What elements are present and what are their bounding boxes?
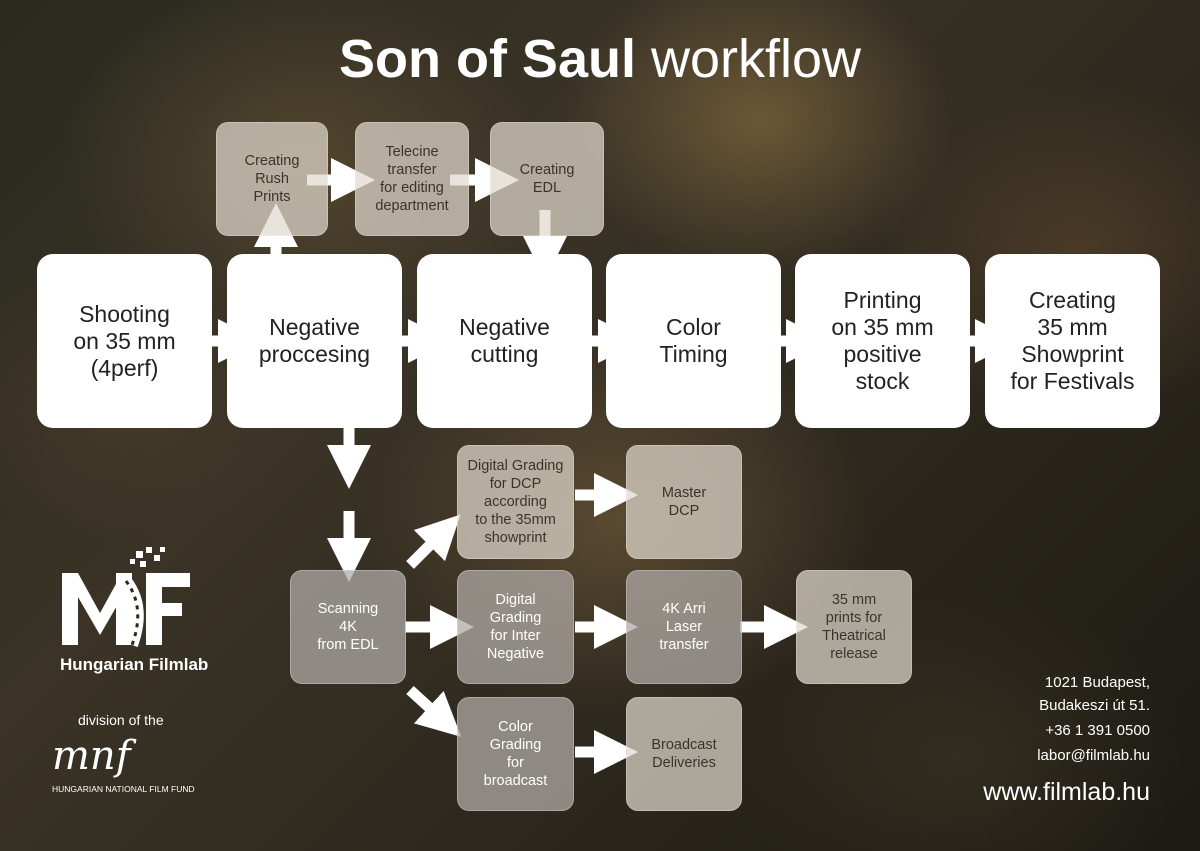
division-text: division of the [78, 712, 164, 728]
step-telecine: Telecine transfer for editing department [355, 122, 469, 236]
arrow-scan-dcp [406, 514, 461, 569]
address-line-2: Budakeszi út 51. [1039, 697, 1150, 714]
address-line-1: 1021 Budapest, [1044, 674, 1150, 691]
step-scanning: Scanning 4K from EDL [290, 570, 406, 684]
step-color-timing: Color Timing [606, 254, 781, 428]
filmlab-name: Hungarian Filmlab [60, 655, 209, 674]
title-bold: Son of Saul [338, 29, 636, 89]
step-showprint: Creating 35 mm Showprint for Festivals [985, 254, 1160, 428]
step-negative-cutting: Negative cutting [417, 254, 592, 428]
website-link[interactable]: www.filmlab.hu [983, 778, 1150, 806]
step-laser-transfer: 4K Arri Laser transfer [626, 570, 742, 684]
step-grading-inter: Digital Grading for Inter Negative [457, 570, 574, 684]
step-creating-edl: Creating EDL [490, 122, 604, 236]
title-regular: workflow [650, 29, 862, 89]
step-broadcast-deliveries: Broadcast Deliveries [626, 697, 742, 811]
step-negative-processing: Negative proccesing [227, 254, 402, 428]
step-shooting: Shooting on 35 mm (4perf) [37, 254, 212, 428]
phone: +36 1 391 0500 [1045, 722, 1150, 739]
step-rush-prints: Creating Rush Prints [216, 122, 328, 236]
arrow-scan-broadcast [406, 685, 462, 737]
step-grading-dcp: Digital Grading for DCP according to the… [457, 445, 574, 559]
step-printing: Printing on 35 mm positive stock [795, 254, 970, 428]
step-grading-broadcast: Color Grading for broadcast [457, 697, 574, 811]
step-theatrical-prints: 35 mm prints for Theatrical release [796, 570, 912, 684]
filmlab-logo-icon [62, 547, 190, 648]
diagram-title: Son of Saul workflow [0, 28, 1200, 90]
mnf-logo-icon: mnf [52, 733, 131, 779]
step-master-dcp: Master DCP [626, 445, 742, 559]
email-link[interactable]: labor@filmlab.hu [1037, 747, 1150, 764]
fund-name: HUNGARIAN NATIONAL FILM FUND [52, 784, 195, 794]
